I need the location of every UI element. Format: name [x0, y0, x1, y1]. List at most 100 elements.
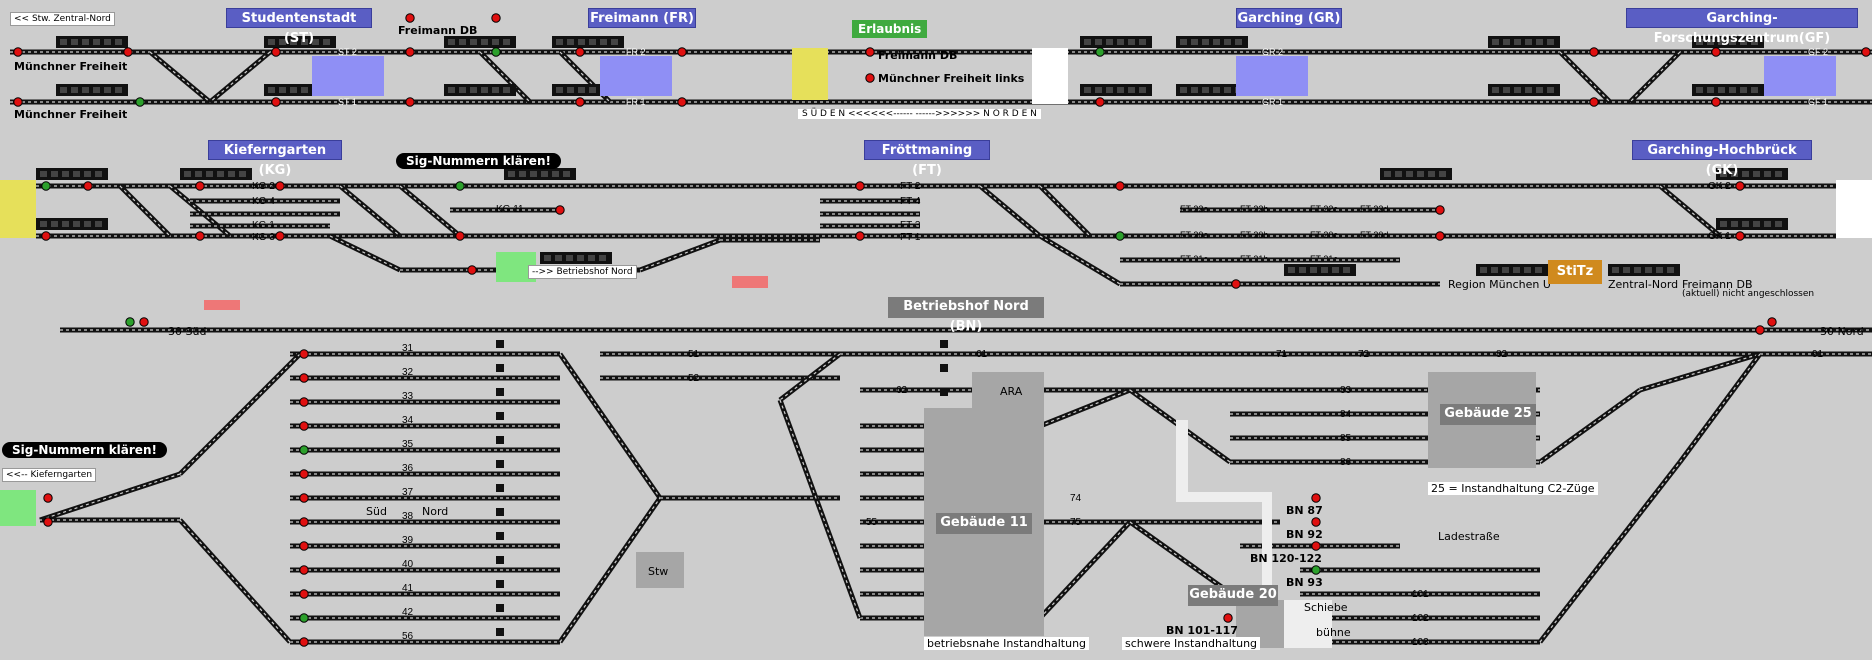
signal-lamp[interactable] — [123, 47, 133, 57]
erlaubnis-freimann-db[interactable]: Freimann DB — [878, 49, 958, 62]
signal-lamp[interactable] — [43, 517, 53, 527]
signal-lamp[interactable] — [1311, 565, 1321, 575]
shunt-signal[interactable] — [496, 604, 504, 612]
signal-lamp[interactable] — [1735, 181, 1745, 191]
signal-lamp[interactable] — [491, 47, 501, 57]
signal-lamp[interactable] — [491, 13, 501, 23]
signal-lamp[interactable] — [1115, 181, 1125, 191]
signal-lamp[interactable] — [299, 613, 309, 623]
signal-lamp[interactable] — [555, 205, 565, 215]
shunt-signal[interactable] — [940, 388, 948, 396]
signal-lamp[interactable] — [299, 589, 309, 599]
signal-lamp[interactable] — [1589, 97, 1599, 107]
shunt-signal[interactable] — [940, 340, 948, 348]
shunt-signal[interactable] — [496, 580, 504, 588]
stw-zentral-nord-link[interactable]: << Stw. Zentral-Nord — [10, 12, 115, 26]
signal-lamp[interactable] — [1861, 47, 1871, 57]
erlaubnis-muenchner-freiheit[interactable]: Münchner Freiheit links — [878, 72, 1025, 85]
signal-lamp[interactable] — [677, 47, 687, 57]
signal-lamp[interactable] — [1311, 493, 1321, 503]
signal-lamp[interactable] — [855, 231, 865, 241]
signal-lamp[interactable] — [677, 97, 687, 107]
signal-lamp[interactable] — [299, 373, 309, 383]
signal-lamp[interactable] — [1711, 47, 1721, 57]
signal-lamp[interactable] — [299, 397, 309, 407]
block-digit — [1128, 39, 1135, 45]
signal-lamp[interactable] — [83, 181, 93, 191]
signal-lamp[interactable] — [195, 181, 205, 191]
yellow-zone-left — [0, 180, 36, 238]
signal-lamp[interactable] — [299, 565, 309, 575]
signal-lamp[interactable] — [1095, 47, 1105, 57]
signal-lamp[interactable] — [1711, 97, 1721, 107]
signal-lamp[interactable] — [1435, 205, 1445, 215]
signal-lamp[interactable] — [41, 231, 51, 241]
signal-lamp[interactable] — [275, 181, 285, 191]
signal-lamp[interactable] — [299, 541, 309, 551]
signal-lamp[interactable] — [139, 317, 149, 327]
yard-track-number: 40 — [402, 559, 414, 570]
signal-lamp[interactable] — [1115, 231, 1125, 241]
signal-lamp[interactable] — [467, 265, 477, 275]
signal-lamp[interactable] — [1223, 613, 1233, 623]
signal-lamp[interactable] — [405, 13, 415, 23]
signal-lamp[interactable] — [1311, 541, 1321, 551]
signal-lamp[interactable] — [575, 47, 585, 57]
track-center — [639, 239, 721, 271]
signal-lamp[interactable] — [195, 231, 205, 241]
shunt-signal[interactable] — [496, 532, 504, 540]
signal-lamp[interactable] — [405, 97, 415, 107]
signal-lamp[interactable] — [405, 47, 415, 57]
stitz-button[interactable]: StiTz — [1548, 260, 1602, 284]
block-digit — [503, 39, 510, 45]
signal-lamp[interactable] — [299, 421, 309, 431]
signal-lamp[interactable] — [125, 317, 135, 327]
shunt-signal[interactable] — [496, 460, 504, 468]
shunt-signal[interactable] — [496, 388, 504, 396]
signal-lamp[interactable] — [13, 47, 23, 57]
signal-lamp[interactable] — [455, 181, 465, 191]
shunt-signal[interactable] — [496, 484, 504, 492]
shunt-signal[interactable] — [496, 436, 504, 444]
block-digit — [1729, 87, 1736, 93]
signal-lamp[interactable] — [271, 97, 281, 107]
shunt-signal[interactable] — [496, 508, 504, 516]
signal-lamp[interactable] — [1735, 231, 1745, 241]
signal-lamp[interactable] — [41, 181, 51, 191]
signal-lamp[interactable] — [135, 97, 145, 107]
instandhaltung-c2-label: 25 = Instandhaltung C2-Züge — [1428, 482, 1598, 495]
shunt-signal[interactable] — [496, 556, 504, 564]
yard-track-number: 91 — [1812, 349, 1824, 360]
platform-track-label: GK 2 — [1708, 181, 1731, 192]
signal-lamp[interactable] — [299, 469, 309, 479]
signal-lamp[interactable] — [13, 97, 23, 107]
signal-lamp[interactable] — [299, 637, 309, 647]
shunt-signal[interactable] — [496, 628, 504, 636]
signal-lamp[interactable] — [1755, 325, 1765, 335]
signal-lamp[interactable] — [1095, 97, 1105, 107]
shunt-signal[interactable] — [496, 412, 504, 420]
shunt-signal[interactable] — [940, 364, 948, 372]
signal-lamp[interactable] — [855, 181, 865, 191]
signal-lamp[interactable] — [865, 73, 875, 83]
signal-lamp[interactable] — [575, 97, 585, 107]
signal-lamp[interactable] — [1435, 231, 1445, 241]
betriebshof-nord-link[interactable]: -->> Betriebshof Nord — [528, 265, 637, 279]
shunt-signal[interactable] — [496, 364, 504, 372]
signal-lamp[interactable] — [299, 517, 309, 527]
signal-lamp[interactable] — [1231, 279, 1241, 289]
kieferngarten-back-link[interactable]: <<-- Kieferngarten — [2, 468, 97, 482]
signal-lamp[interactable] — [299, 445, 309, 455]
signal-lamp[interactable] — [1589, 47, 1599, 57]
signal-lamp[interactable] — [299, 349, 309, 359]
signal-lamp[interactable] — [1767, 317, 1777, 327]
signal-lamp[interactable] — [275, 231, 285, 241]
signal-lamp[interactable] — [1311, 517, 1321, 527]
signal-lamp[interactable] — [299, 493, 309, 503]
shunt-signal[interactable] — [496, 340, 504, 348]
signal-lamp[interactable] — [455, 231, 465, 241]
block-digit — [1117, 39, 1124, 45]
signal-lamp[interactable] — [43, 493, 53, 503]
signal-lamp[interactable] — [865, 47, 875, 57]
signal-lamp[interactable] — [271, 47, 281, 57]
